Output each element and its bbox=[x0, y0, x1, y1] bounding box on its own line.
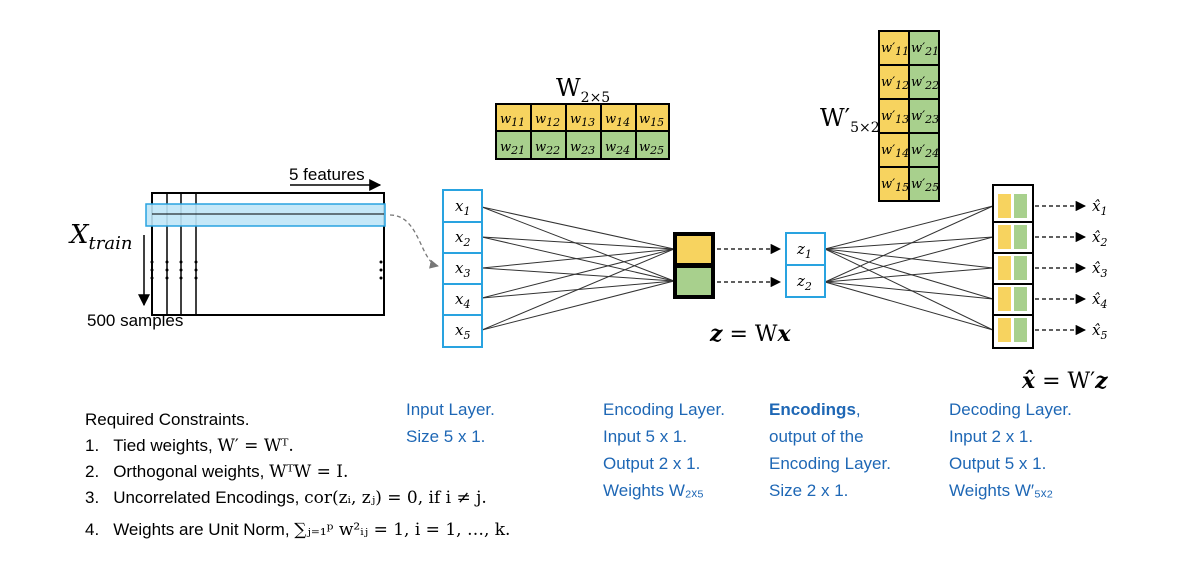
svg-text:w′23: w′23 bbox=[911, 109, 939, 126]
svg-text:Encoding Layer.: Encoding Layer. bbox=[769, 454, 891, 473]
decode-equation: x̂ = W′z bbox=[1021, 368, 1108, 394]
svg-text:w′14: w′14 bbox=[881, 143, 909, 160]
svg-text:w′11: w′11 bbox=[881, 41, 909, 58]
svg-text:w′24: w′24 bbox=[911, 143, 939, 160]
decoder-connections bbox=[824, 205, 994, 331]
svg-text:w23: w23 bbox=[570, 140, 595, 157]
input-node: x1 bbox=[455, 197, 470, 218]
constraints-title: Required Constraints. bbox=[85, 410, 249, 429]
encoder-connections bbox=[481, 206, 675, 331]
constraint-item: 4.Weights are Unit Norm, ∑ⱼ₌₁ᵖ w²ᵢⱼ = 1,… bbox=[85, 520, 510, 540]
svg-text:w′21: w′21 bbox=[911, 41, 939, 58]
svg-text:w15: w15 bbox=[639, 112, 664, 129]
svg-text:w′13: w′13 bbox=[881, 109, 909, 126]
output-label: x̂1 bbox=[1092, 197, 1107, 218]
svg-text:Encodings,: Encodings, bbox=[769, 400, 861, 419]
svg-text:w22: w22 bbox=[535, 140, 560, 157]
encoding-layer-caption: Encoding Layer. Input 5 x 1. Output 2 x … bbox=[603, 400, 725, 500]
output-label: x̂2 bbox=[1092, 228, 1107, 249]
input-layer-caption: Input Layer. Size 5 x 1. bbox=[406, 400, 495, 446]
encoder-weights-matrix: W2×5 w11 w12 w13 w14 w15 w21 w22 w23 w24… bbox=[495, 74, 670, 160]
output-label: x̂5 bbox=[1092, 321, 1107, 342]
svg-text:w14: w14 bbox=[605, 112, 630, 129]
output-label: x̂3 bbox=[1092, 259, 1107, 280]
svg-text:Encoding Layer.: Encoding Layer. bbox=[603, 400, 725, 419]
decoding-layer-caption: Decoding Layer. Input 2 x 1. Output 5 x … bbox=[949, 400, 1072, 500]
svg-text:Input 5 x 1.: Input 5 x 1. bbox=[603, 427, 687, 446]
svg-text:w′22: w′22 bbox=[911, 75, 939, 92]
xtrain-label: Xtrain bbox=[68, 220, 132, 254]
encoding-neuron-2 bbox=[677, 268, 711, 295]
input-layer: x1 x2 x3 x4 x5 bbox=[442, 189, 483, 348]
encodings-caption: Encodings, output of the Encoding Layer.… bbox=[769, 400, 891, 500]
row-to-input-arrow bbox=[389, 214, 439, 269]
decoding-layer bbox=[992, 184, 1034, 349]
input-node: x5 bbox=[455, 321, 470, 342]
svg-text:w′12: w′12 bbox=[881, 75, 909, 92]
encode-equation: z = Wx bbox=[709, 321, 792, 347]
decoder-weights-matrix: W′5×2 w′11 w′21 w′12 w′22 w′13 w′23 w′14… bbox=[820, 30, 940, 202]
svg-text:w12: w12 bbox=[535, 112, 560, 129]
matrix-ellipsis bbox=[150, 260, 383, 280]
constraint-item: 2.Orthogonal weights, WᵀW = I. bbox=[85, 462, 348, 482]
output-label: x̂4 bbox=[1092, 290, 1107, 311]
constraints-list: Required Constraints. 1.Tied weights, W′… bbox=[85, 410, 510, 540]
svg-text:w25: w25 bbox=[639, 140, 664, 157]
features-label: 5 features bbox=[289, 165, 365, 184]
outputs: x̂1 x̂2 x̂3 x̂4 x̂5 bbox=[1035, 197, 1107, 342]
svg-text:Decoding Layer.: Decoding Layer. bbox=[949, 400, 1072, 419]
matrix-frame bbox=[151, 192, 385, 316]
encoding-neuron-1 bbox=[677, 236, 711, 263]
input-node: x3 bbox=[455, 259, 470, 280]
svg-text:w13: w13 bbox=[570, 112, 595, 129]
constraint-item: 3.Uncorrelated Encodings, cor(zᵢ, zⱼ) = … bbox=[85, 488, 487, 508]
encoding-node: z2 bbox=[796, 272, 812, 293]
svg-text:output of the: output of the bbox=[769, 427, 864, 446]
data-matrix: Xtrain 5 features 500 samples bbox=[68, 165, 439, 330]
svg-text:Size 2 x 1.: Size 2 x 1. bbox=[769, 481, 848, 500]
svg-text:Size 5 x 1.: Size 5 x 1. bbox=[406, 427, 485, 446]
decoder-weights-label: W′5×2 bbox=[820, 104, 880, 136]
svg-text:w′25: w′25 bbox=[911, 177, 939, 194]
input-node: x4 bbox=[455, 290, 470, 311]
svg-text:Weights W₂ₓ₅: Weights W₂ₓ₅ bbox=[603, 481, 704, 500]
encoder-weights-label: W2×5 bbox=[556, 74, 610, 106]
svg-text:Weights W′₅ₓ₂: Weights W′₅ₓ₂ bbox=[949, 481, 1053, 500]
selected-sample-row bbox=[145, 203, 386, 227]
constraint-item: 1.Tied weights, W′ = Wᵀ. bbox=[85, 436, 294, 456]
svg-text:Output 2 x 1.: Output 2 x 1. bbox=[603, 454, 700, 473]
svg-text:Output 5 x 1.: Output 5 x 1. bbox=[949, 454, 1046, 473]
svg-text:w11: w11 bbox=[500, 112, 525, 129]
svg-text:Input Layer.: Input Layer. bbox=[406, 400, 495, 419]
svg-text:w21: w21 bbox=[500, 140, 525, 157]
input-node: x2 bbox=[455, 228, 470, 249]
encodings-layer: z1 z2 bbox=[785, 232, 826, 298]
svg-text:w′15: w′15 bbox=[881, 177, 909, 194]
svg-text:Input 2 x 1.: Input 2 x 1. bbox=[949, 427, 1033, 446]
encoding-node: z1 bbox=[796, 240, 812, 261]
svg-text:w24: w24 bbox=[605, 140, 630, 157]
encoding-layer bbox=[673, 232, 715, 299]
samples-label: 500 samples bbox=[87, 311, 183, 330]
